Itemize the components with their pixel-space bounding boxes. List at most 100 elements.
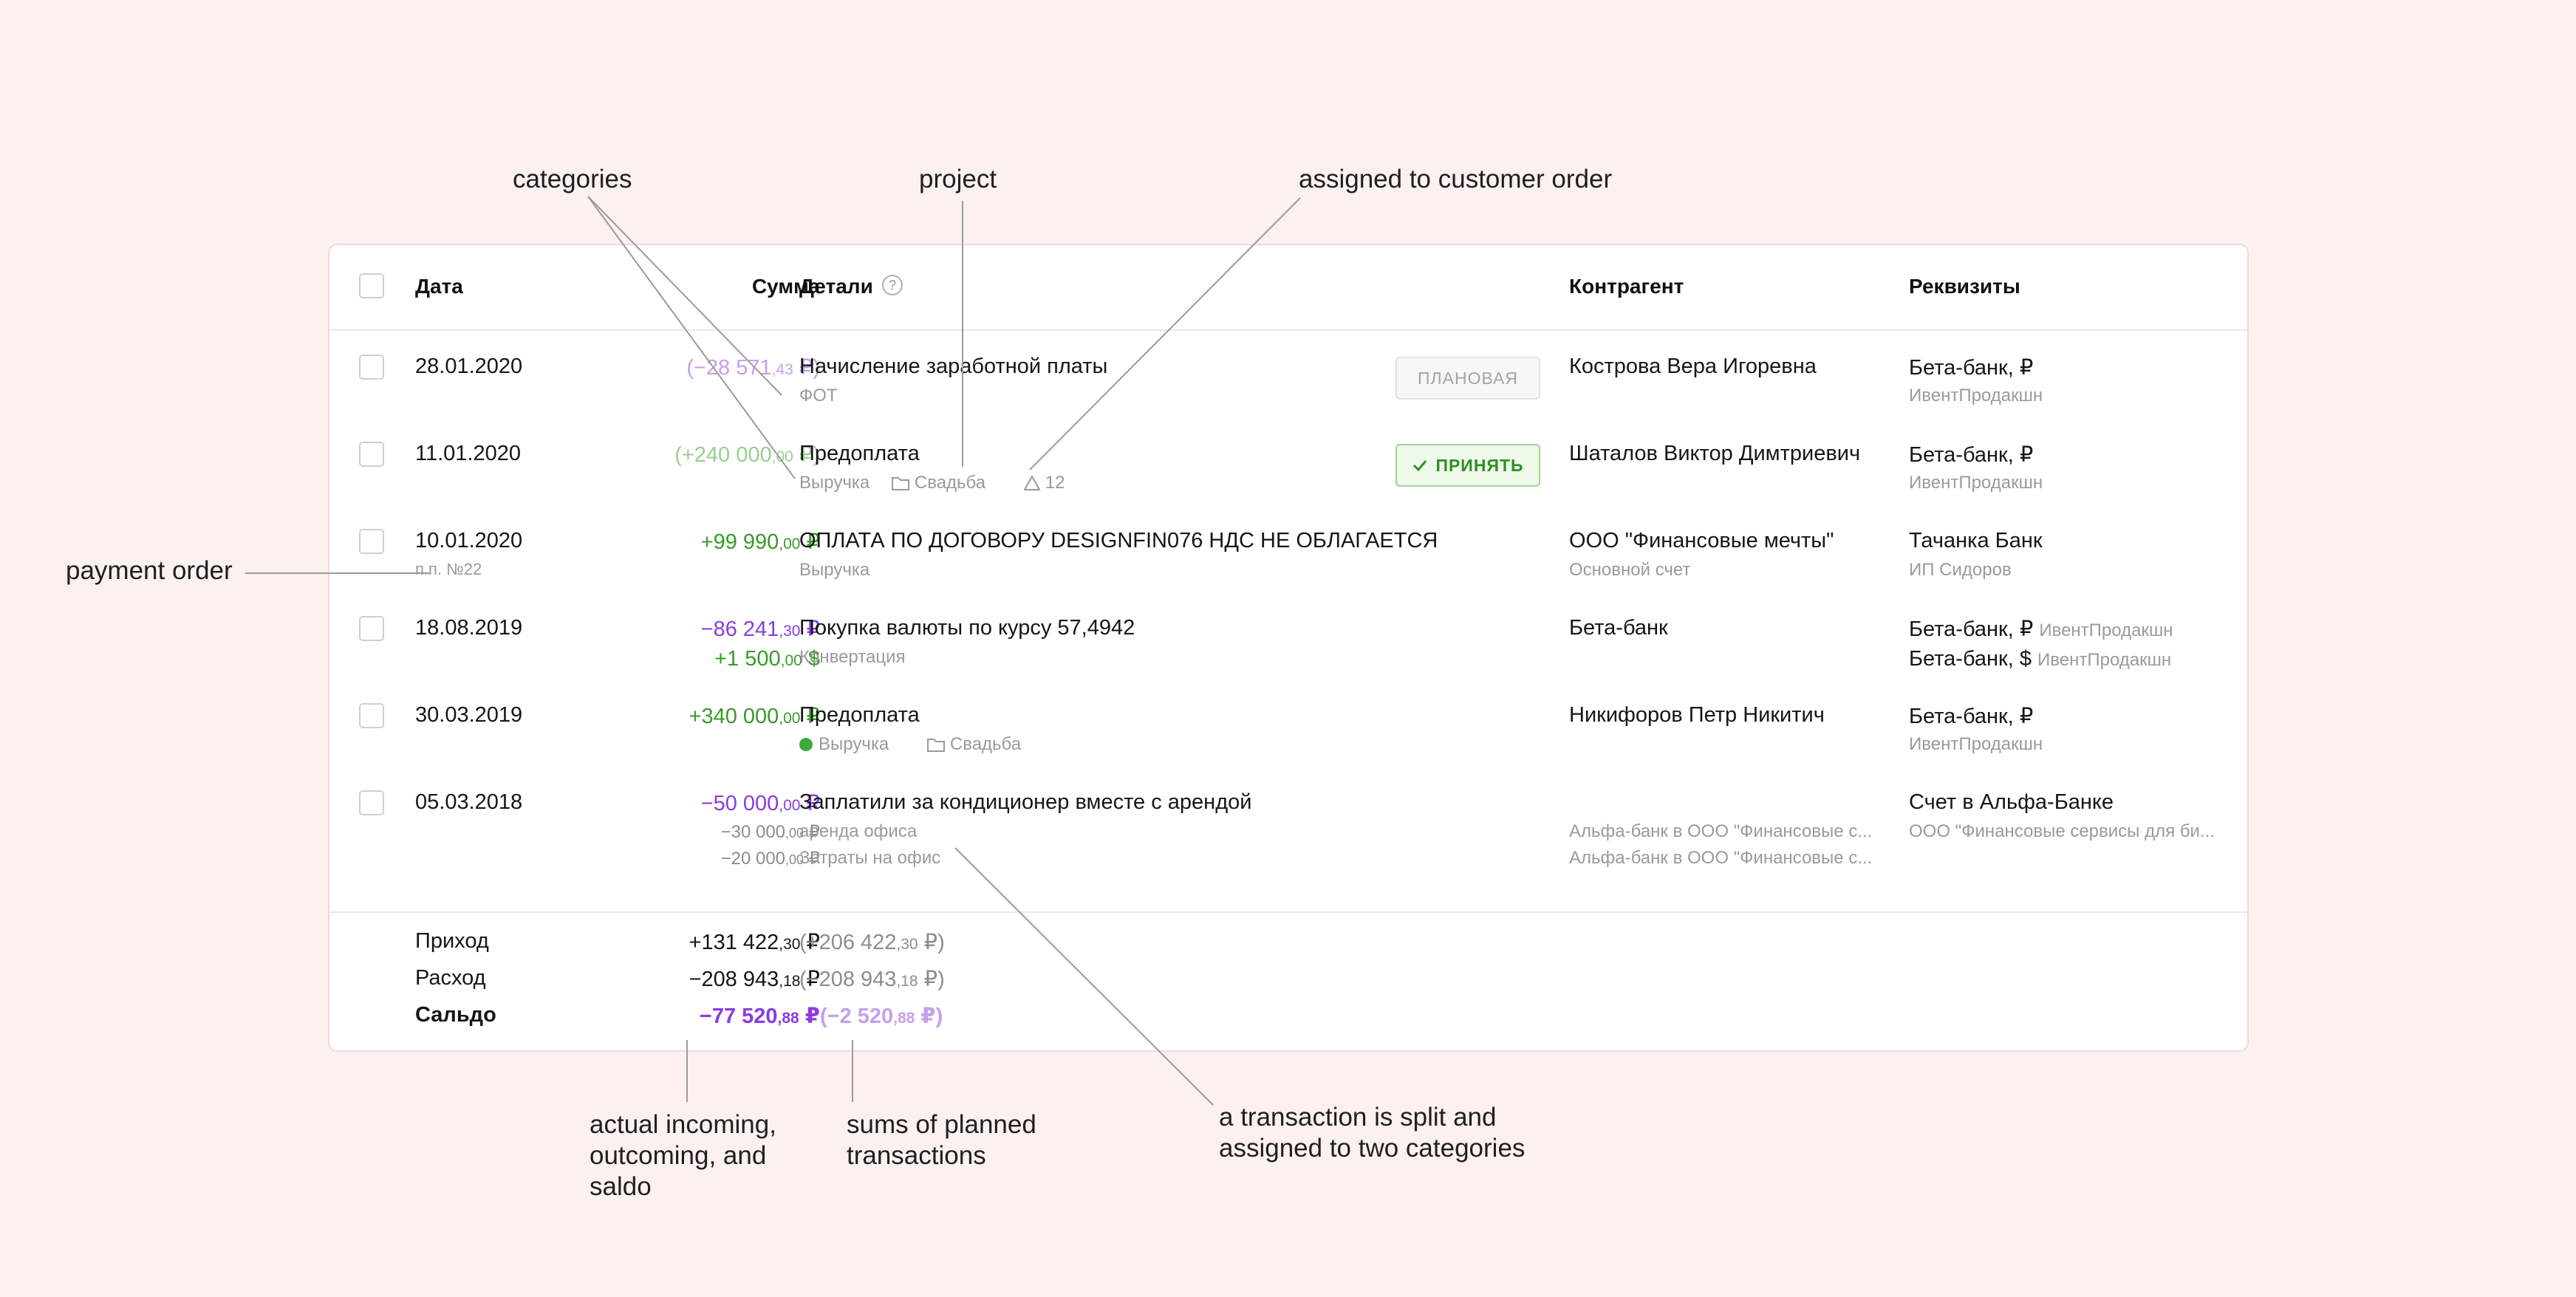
row-amount-secondary: +1 500,00 $ (714, 647, 820, 671)
planned-status-badge[interactable]: ПЛАНОВАЯ (1395, 357, 1540, 400)
row-project-label: Свадьба (914, 473, 986, 493)
column-header-counterparty[interactable]: Контрагент (1569, 275, 1684, 298)
callout-project: project (919, 165, 997, 194)
row-requisites: Бета-банк, ₽ (1909, 356, 2034, 380)
row-requisites-owner: ИвентПродакшн (1909, 386, 2043, 405)
accept-button[interactable]: ПРИНЯТЬ (1395, 444, 1540, 487)
row-payment-order: п.п. №22 (415, 560, 482, 578)
row-counterparty: Никифоров Петр Никитич (1569, 703, 1825, 727)
totals-expense-planned: (−208 943,18 ₽) (799, 968, 945, 991)
row-split-amount: −30 000,00 ₽ (720, 822, 820, 842)
row-checkbox[interactable] (359, 529, 384, 554)
row-split-amount: −20 000,00 ₽ (720, 849, 820, 869)
row-counterparty: ООО "Финансовые мечты" (1569, 529, 1834, 552)
row-project[interactable]: Свадьба (891, 473, 1007, 493)
row-category[interactable]: Конвертация (799, 647, 906, 667)
folder-icon (926, 739, 945, 752)
row-category[interactable]: Выручка (799, 473, 870, 493)
row-requisites: Бета-банк, ₽ (1909, 705, 2034, 728)
row-date: 05.03.2018 (415, 790, 523, 814)
row-checkbox[interactable] (359, 616, 384, 641)
order-icon (1023, 476, 1040, 490)
row-project[interactable]: Свадьба (926, 734, 1037, 754)
row-category[interactable]: Выручка (799, 734, 905, 754)
row-title: Заплатили за кондиционер вместе с арендо… (799, 790, 1252, 814)
row-date: 10.01.2020 (415, 529, 523, 552)
accept-button-label: ПРИНЯТЬ (1435, 455, 1524, 475)
row-title: Предоплата (799, 442, 920, 465)
row-customer-order[interactable]: 12 (1023, 473, 1082, 493)
totals-expense: −208 943,18 ₽ (689, 968, 820, 991)
callout-actual-line-1: actual incoming, (590, 1110, 776, 1139)
row-requisites: Тачанка Банк (1909, 529, 2043, 552)
totals-expense-label: Расход (415, 966, 486, 990)
header-divider (329, 329, 2247, 331)
row-requisites-owner: ИП Сидоров (1909, 560, 2012, 580)
row-requisites: Бета-банк, ₽ ИвентПродакшн (1909, 616, 2173, 642)
row-requisites-account: Бета-банк, ₽ (1909, 617, 2034, 641)
row-title: Покупка валюты по курсу 57,4942 (799, 616, 1135, 640)
row-counterparty: Бета-банк (1569, 616, 1668, 640)
totals-income: +131 422,30 ₽ (689, 931, 820, 954)
row-category[interactable]: аренда офиса (799, 821, 918, 841)
row-counterparty-account: Альфа-банк в ООО "Финансовые с... (1569, 848, 1873, 868)
totals-income-label: Приход (415, 929, 489, 953)
callout-actual-totals: actual incoming, outcoming, and saldo (590, 1109, 776, 1202)
callout-planned-line-1: sums of planned (847, 1110, 1036, 1139)
row-requisites-owner: ИвентПродакшн (2037, 650, 2172, 670)
help-icon[interactable]: ? (882, 275, 903, 295)
totals-saldo: −77 520,88 ₽ (699, 1005, 820, 1028)
row-checkbox[interactable] (359, 703, 384, 728)
row-requisites: Счет в Альфа-Банке (1909, 790, 2114, 814)
row-counterparty: Шаталов Виктор Димтриевич (1569, 442, 1861, 465)
totals-income-planned: (+206 422,30 ₽) (799, 931, 945, 954)
row-date: 30.03.2019 (415, 703, 523, 727)
callout-split-transaction: a transaction is split and assigned to t… (1219, 1102, 1525, 1164)
row-requisites-secondary: Бета-банк, $ ИвентПродакшн (1909, 647, 2171, 671)
row-category[interactable]: ФОТ (799, 386, 838, 405)
row-category[interactable]: Затраты на офис (799, 848, 941, 868)
row-requisites-account: Бета-банк, $ (1909, 647, 2032, 671)
transactions-panel: Дата Сумма Детали ? Контрагент Реквизиты… (328, 244, 2249, 1052)
row-meta: Выручка Свадьба (799, 734, 1053, 755)
row-checkbox[interactable] (359, 355, 384, 380)
callout-actual-line-2: outcoming, and (590, 1141, 767, 1170)
category-color-dot (799, 738, 813, 751)
check-icon (1413, 460, 1427, 472)
row-project-label: Свадьба (949, 734, 1022, 754)
column-header-date[interactable]: Дата (415, 275, 463, 298)
callout-split-line-1: a transaction is split and (1219, 1103, 1497, 1132)
totals-saldo-planned: (−2 520,88 ₽) (820, 1005, 943, 1028)
row-amount: (+240 000,00 ₽) (674, 443, 820, 467)
callout-planned-line-2: transactions (847, 1141, 986, 1170)
row-requisites-owner: ООО "Финансовые сервисы для би... (1909, 821, 2215, 841)
row-counterparty-account: Основной счет (1569, 560, 1691, 580)
row-date: 18.08.2019 (415, 616, 523, 640)
row-requisites: Бета-банк, ₽ (1909, 443, 2034, 467)
row-title: ОПЛАТА ПО ДОГОВОРУ DESIGNFIN076 НДС НЕ О… (799, 529, 1438, 552)
row-title: Начисление заработной платы (799, 355, 1108, 378)
callout-planned-sums: sums of planned transactions (847, 1109, 1036, 1171)
row-checkbox[interactable] (359, 790, 384, 815)
row-date: 11.01.2020 (415, 442, 521, 465)
row-order-number: 12 (1045, 473, 1065, 493)
row-title: Предоплата (799, 703, 920, 727)
callout-split-line-2: assigned to two categories (1219, 1134, 1526, 1163)
row-requisites-owner: ИвентПродакшн (2039, 620, 2173, 640)
row-checkbox[interactable] (359, 442, 384, 467)
row-date: 28.01.2020 (415, 355, 523, 378)
callout-payment-order: payment order (66, 556, 233, 585)
column-header-details[interactable]: Детали (799, 275, 873, 298)
row-amount: +99 990,00 ₽ (700, 530, 820, 554)
totals-divider (329, 911, 2247, 913)
column-header-requisites[interactable]: Реквизиты (1909, 275, 2020, 298)
folder-icon (891, 477, 909, 490)
row-requisites-owner: ИвентПродакшн (1909, 473, 2043, 493)
row-requisites-owner: ИвентПродакшн (1909, 734, 2043, 754)
row-category[interactable]: Выручка (799, 560, 870, 580)
row-category-label: Выручка (819, 734, 889, 754)
select-all-checkbox[interactable] (359, 273, 384, 298)
row-meta: Выручка Свадьба 12 (799, 473, 1097, 493)
callout-customer-order: assigned to customer order (1299, 165, 1613, 194)
callout-categories: categories (513, 165, 632, 194)
